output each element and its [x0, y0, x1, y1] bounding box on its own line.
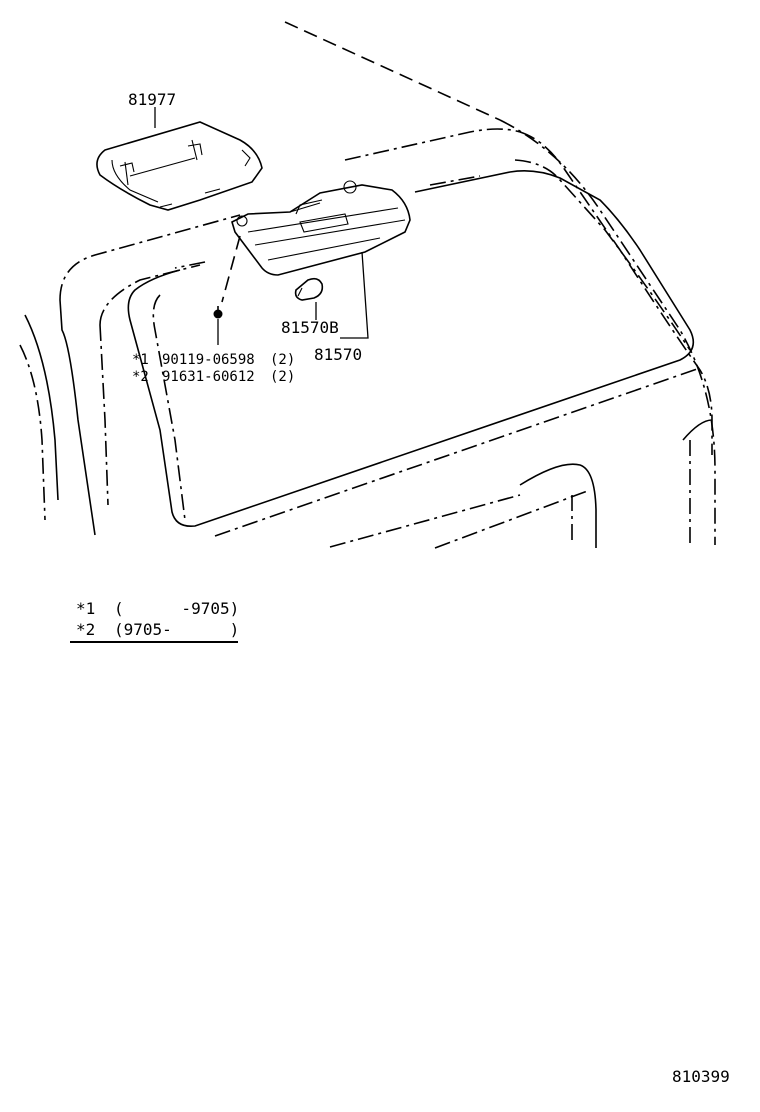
- lamp-cover-81977: [96, 121, 263, 211]
- high-mount-stop-lamp-81570: [231, 180, 411, 276]
- footnote-2-range: (9705- ): [114, 620, 239, 639]
- fastener-list: *1 90119-06598 (2) *2 91631-60612 (2): [132, 352, 295, 385]
- part-label-81977: 81977: [128, 90, 176, 109]
- fastener-2-qty: (2): [270, 369, 295, 385]
- fastener-1-part-no: 90119-06598: [162, 352, 255, 368]
- fastener-2-part-no: 91631-60612: [162, 369, 255, 385]
- fastener-1-mark: *1: [132, 352, 149, 368]
- fastener-1-qty: (2): [270, 352, 295, 368]
- fastener-2-mark: *2: [132, 369, 149, 385]
- footnote-1-mark: *1: [76, 599, 95, 618]
- part-label-81570: 81570: [314, 345, 362, 364]
- screw-fastener: [213, 235, 241, 345]
- bulb-81570B: [294, 277, 324, 301]
- footnote-1-range: ( -9705): [114, 599, 239, 618]
- back-window-outline: [127, 159, 701, 549]
- part-label-81570B: 81570B: [281, 318, 339, 337]
- footnote-2-mark: *2: [76, 620, 95, 639]
- diagram-id: 810399: [672, 1067, 730, 1086]
- footnotes: *1 ( -9705) *2 (9705- ): [70, 599, 239, 643]
- vehicle-body-outline: [19, 21, 716, 545]
- leader-lines: [154, 107, 369, 339]
